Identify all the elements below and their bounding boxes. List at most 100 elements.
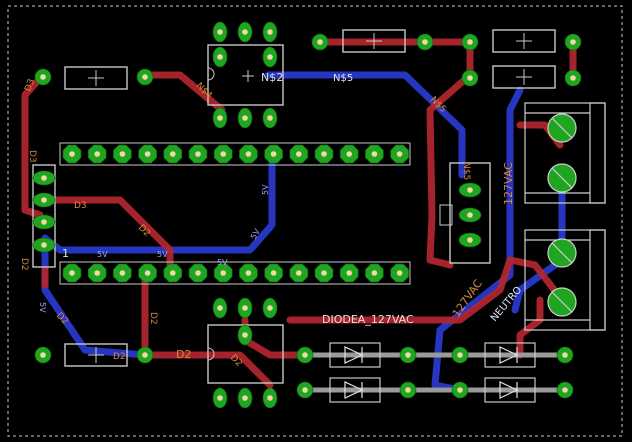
header-bottom-pin-10 <box>289 263 309 283</box>
resistor-4-mark <box>516 69 532 85</box>
header-bottom-pin-7 <box>213 263 233 283</box>
header-top-pin-4 <box>138 144 157 164</box>
header-top-pin-3 <box>113 144 132 164</box>
component-pad-7 <box>461 69 479 87</box>
ic-bot-pin-top-2 <box>237 297 253 319</box>
header-top-pin-8 <box>239 144 258 164</box>
bridge-pad-top-1 <box>296 346 314 364</box>
header-top-pin-1 <box>62 144 82 164</box>
bottom-trace-127vac <box>431 86 524 394</box>
label-5v-a: 5V <box>97 250 108 259</box>
label-127vac-right: 127VAC <box>502 162 515 205</box>
header-bottom-pin-1 <box>62 263 82 283</box>
left-header-pin-4 <box>32 237 56 253</box>
top-trace-diodea <box>286 256 566 324</box>
left-header-pin-2 <box>32 192 56 208</box>
ic-top-pin-bot-3 <box>262 107 278 129</box>
bridge-diodes <box>329 342 536 403</box>
label-d3-side: D3 <box>27 150 37 163</box>
bridge-pad-bot-1 <box>296 381 314 399</box>
label-5v-f: 5V <box>38 302 47 313</box>
resistor-2-outline <box>342 29 406 53</box>
resistor-3-mark <box>516 33 532 49</box>
ic-top-pin-inner-2 <box>262 46 278 68</box>
component-pad-5 <box>461 33 479 51</box>
ic-top-pin-top-1 <box>212 21 228 43</box>
ic-bot-pin-inner-1 <box>237 324 253 346</box>
component-pad-1 <box>34 68 52 86</box>
header-bottom-pin-13 <box>365 263 384 283</box>
component-pad-6 <box>564 33 582 51</box>
header-bottom-pin-6 <box>188 263 208 283</box>
label-d2-vert: D2 <box>148 312 158 325</box>
header-top-pin-2 <box>87 144 107 164</box>
resistor-1-outline <box>64 66 128 90</box>
label-d3-mid: D3 <box>74 201 87 211</box>
component-pad-2 <box>136 68 154 86</box>
bridge-pad-bot-3 <box>451 381 469 399</box>
header-top-pin-14 <box>390 144 409 164</box>
regulator-pin-3 <box>458 232 482 248</box>
ic-top-pin-top-3 <box>262 21 278 43</box>
header-top-pin-5 <box>163 144 183 164</box>
label-5v-b: 5V <box>157 250 168 259</box>
header-top-pin-10 <box>289 144 309 164</box>
header-top-outline <box>59 142 411 166</box>
header-bottom-outline <box>59 261 411 285</box>
pads-layer <box>32 21 582 409</box>
header-bottom-pin-12 <box>339 263 359 283</box>
regulator-tab <box>439 204 453 226</box>
ic-top-pin-top-2 <box>237 21 253 43</box>
bridge-pad-bot-4 <box>556 381 574 399</box>
bridge-pad-top-2 <box>399 346 417 364</box>
regulator-pin-2 <box>458 207 482 223</box>
ic-top-cross <box>242 70 254 82</box>
label-5v-c: 5V <box>217 258 228 267</box>
header-bottom-pin-3 <box>113 263 132 283</box>
ic-top-notch <box>207 67 215 81</box>
header-top-pin-13 <box>365 144 384 164</box>
header-bottom-pin-14 <box>390 263 409 283</box>
header-top-pin-9 <box>264 144 283 164</box>
ic-bot-pin-bot-2 <box>237 387 253 409</box>
component-pad-8 <box>564 69 582 87</box>
label-5v-e: 5V <box>261 184 270 195</box>
resistor-5-mark <box>88 347 104 363</box>
ic-bottom-notch <box>207 347 215 361</box>
label-ns5-vertical: N$5 <box>461 162 471 180</box>
header-bottom-pin-2 <box>87 263 107 283</box>
left-header-pin-3 <box>32 214 56 230</box>
top-trace-neutro-top <box>516 296 544 359</box>
label-d3-top-left: D3 <box>23 78 37 93</box>
ic-top-pin-bot-2 <box>237 107 253 129</box>
ic-top-outline <box>207 44 284 106</box>
resistor-4-outline <box>492 65 556 89</box>
terminal-block-bottom <box>524 229 606 331</box>
header-top-pin-7 <box>213 144 233 164</box>
header-bottom-pin-9 <box>264 263 283 283</box>
header-bottom-pin-8 <box>239 263 258 283</box>
bridge-pad-bot-2 <box>399 381 417 399</box>
top-trace-d2-bottom <box>141 351 274 389</box>
diode-bridge-links <box>305 352 565 393</box>
label-diodea-127vac: DIODEA_127VAC <box>322 313 414 326</box>
regulator-pin-1 <box>458 182 482 198</box>
ic-bot-pin-bot-3 <box>262 387 278 409</box>
header-bottom-pin-4 <box>138 263 157 283</box>
header-top-pin-12 <box>339 144 359 164</box>
bridge-pad-top-3 <box>451 346 469 364</box>
resistor-2-mark <box>366 33 382 49</box>
component-pad-9 <box>34 346 52 364</box>
component-pad-4 <box>416 33 434 51</box>
label-d2-side-left: D2 <box>19 258 29 271</box>
top-trace-d3-mid <box>41 196 174 274</box>
ic-bot-pin-top-1 <box>212 297 228 319</box>
resistor-1-mark <box>88 70 104 86</box>
bridge-pad-top-4 <box>556 346 574 364</box>
resistor-5-outline <box>64 343 128 367</box>
header-bottom-pin-5 <box>163 263 183 283</box>
component-pad-10 <box>136 346 154 364</box>
label-ns5: N$5 <box>333 73 353 84</box>
